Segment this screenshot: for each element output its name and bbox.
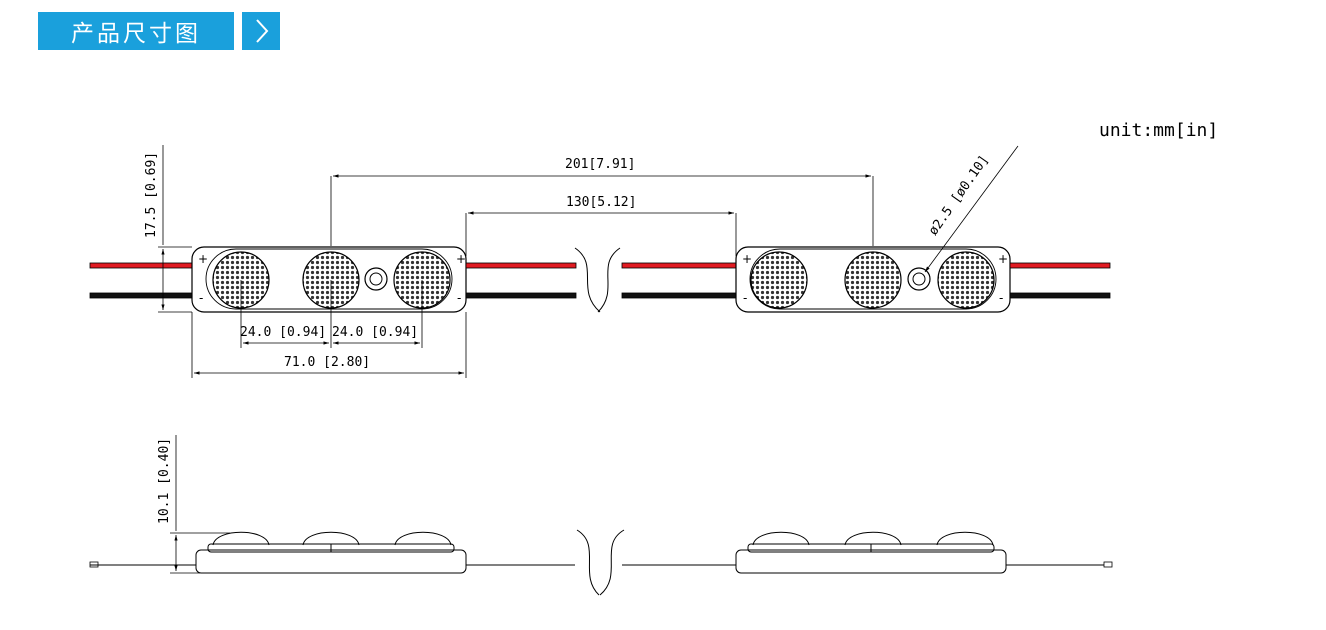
svg-text:-: -	[199, 291, 203, 305]
svg-text:-: -	[999, 291, 1003, 305]
svg-text:-: -	[743, 291, 747, 305]
chevron-right-icon[interactable]	[242, 12, 280, 50]
label-height: 17.5 [0.69]	[144, 152, 159, 238]
dim-height	[158, 145, 192, 313]
svg-text:+: +	[742, 252, 752, 266]
side-view	[89, 435, 1113, 596]
dim-pitch	[330, 174, 874, 246]
right-wires	[1009, 262, 1111, 299]
section-header: 产品尺寸图	[38, 12, 280, 50]
dim-length	[191, 312, 467, 378]
label-lens-pitch-1: 24.0 [0.94]	[240, 325, 326, 340]
label-length: 71.0 [2.80]	[284, 355, 370, 370]
svg-text:-: -	[457, 291, 461, 305]
svg-text:+: +	[456, 252, 466, 266]
label-lens-pitch-2: 24.0 [0.94]	[332, 325, 418, 340]
label-pitch: 201[7.91]	[565, 157, 635, 172]
label-wire-length: 130[5.12]	[566, 195, 636, 210]
unit-label: unit:mm[in]	[1099, 120, 1219, 141]
section-title: 产品尺寸图	[38, 12, 234, 50]
label-thickness: 10.1 [0.40]	[157, 438, 172, 524]
left-wires	[89, 262, 196, 299]
side-module-left	[195, 531, 467, 574]
svg-text:+: +	[998, 252, 1008, 266]
middle-wires	[465, 247, 738, 313]
dim-hole	[924, 145, 1019, 273]
dim-thickness	[170, 435, 230, 574]
top-view: + + - - + + - -	[89, 145, 1111, 378]
dim-wire	[465, 211, 737, 256]
dim-lens-pitch	[240, 280, 423, 348]
side-module-right	[735, 531, 1007, 574]
svg-text:+: +	[198, 252, 208, 266]
module-left: + + - -	[191, 246, 467, 313]
module-right: + + - -	[735, 246, 1011, 313]
